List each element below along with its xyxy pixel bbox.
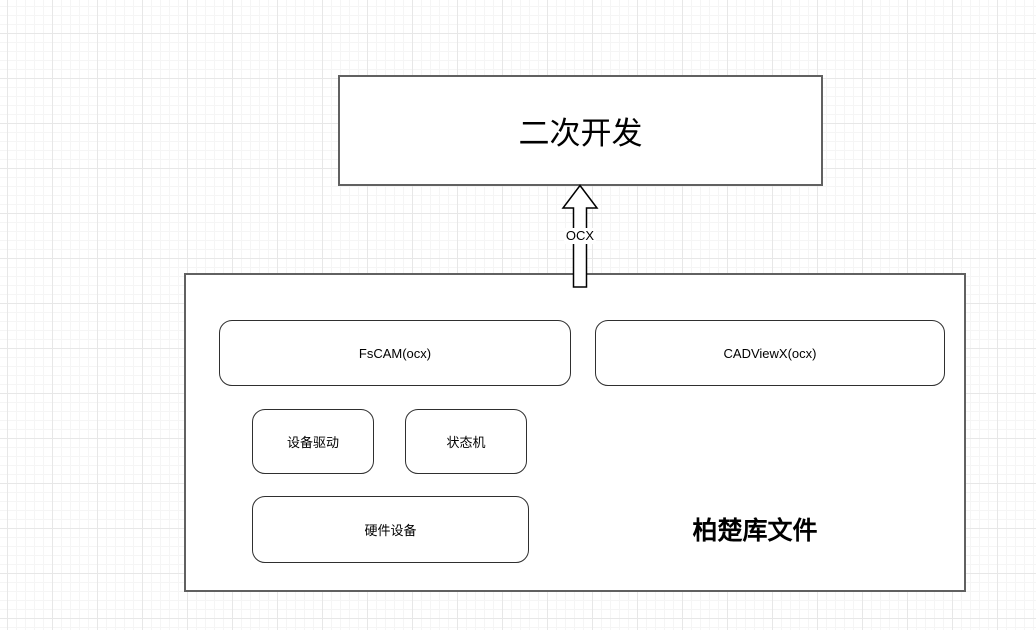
node-device-driver[interactable]: 设备驱动 — [252, 409, 374, 474]
node-device-driver-label: 设备驱动 — [286, 435, 339, 450]
library-container-box[interactable]: FsCAM(ocx) CADViewX(ocx) 设备驱动 状态机 硬件设备 柏… — [184, 273, 966, 592]
node-cadviewx-ocx[interactable]: CADViewX(ocx) — [595, 320, 945, 386]
top-box-label: 二次开发 — [518, 116, 643, 151]
library-container-title: 柏楚库文件 — [692, 517, 818, 545]
arrow-label-ocx: OCX — [563, 228, 597, 244]
node-state-machine-label: 状态机 — [446, 435, 486, 450]
node-state-machine[interactable]: 状态机 — [405, 409, 527, 474]
top-box-secondary-development[interactable]: 二次开发 — [338, 75, 823, 186]
node-hardware-device[interactable]: 硬件设备 — [252, 496, 529, 563]
node-fscam-ocx[interactable]: FsCAM(ocx) — [219, 320, 571, 386]
node-hardware-device-label: 硬件设备 — [364, 523, 417, 538]
node-cadviewx-label: CADViewX(ocx) — [723, 345, 817, 361]
node-fscam-label: FsCAM(ocx) — [358, 345, 432, 361]
